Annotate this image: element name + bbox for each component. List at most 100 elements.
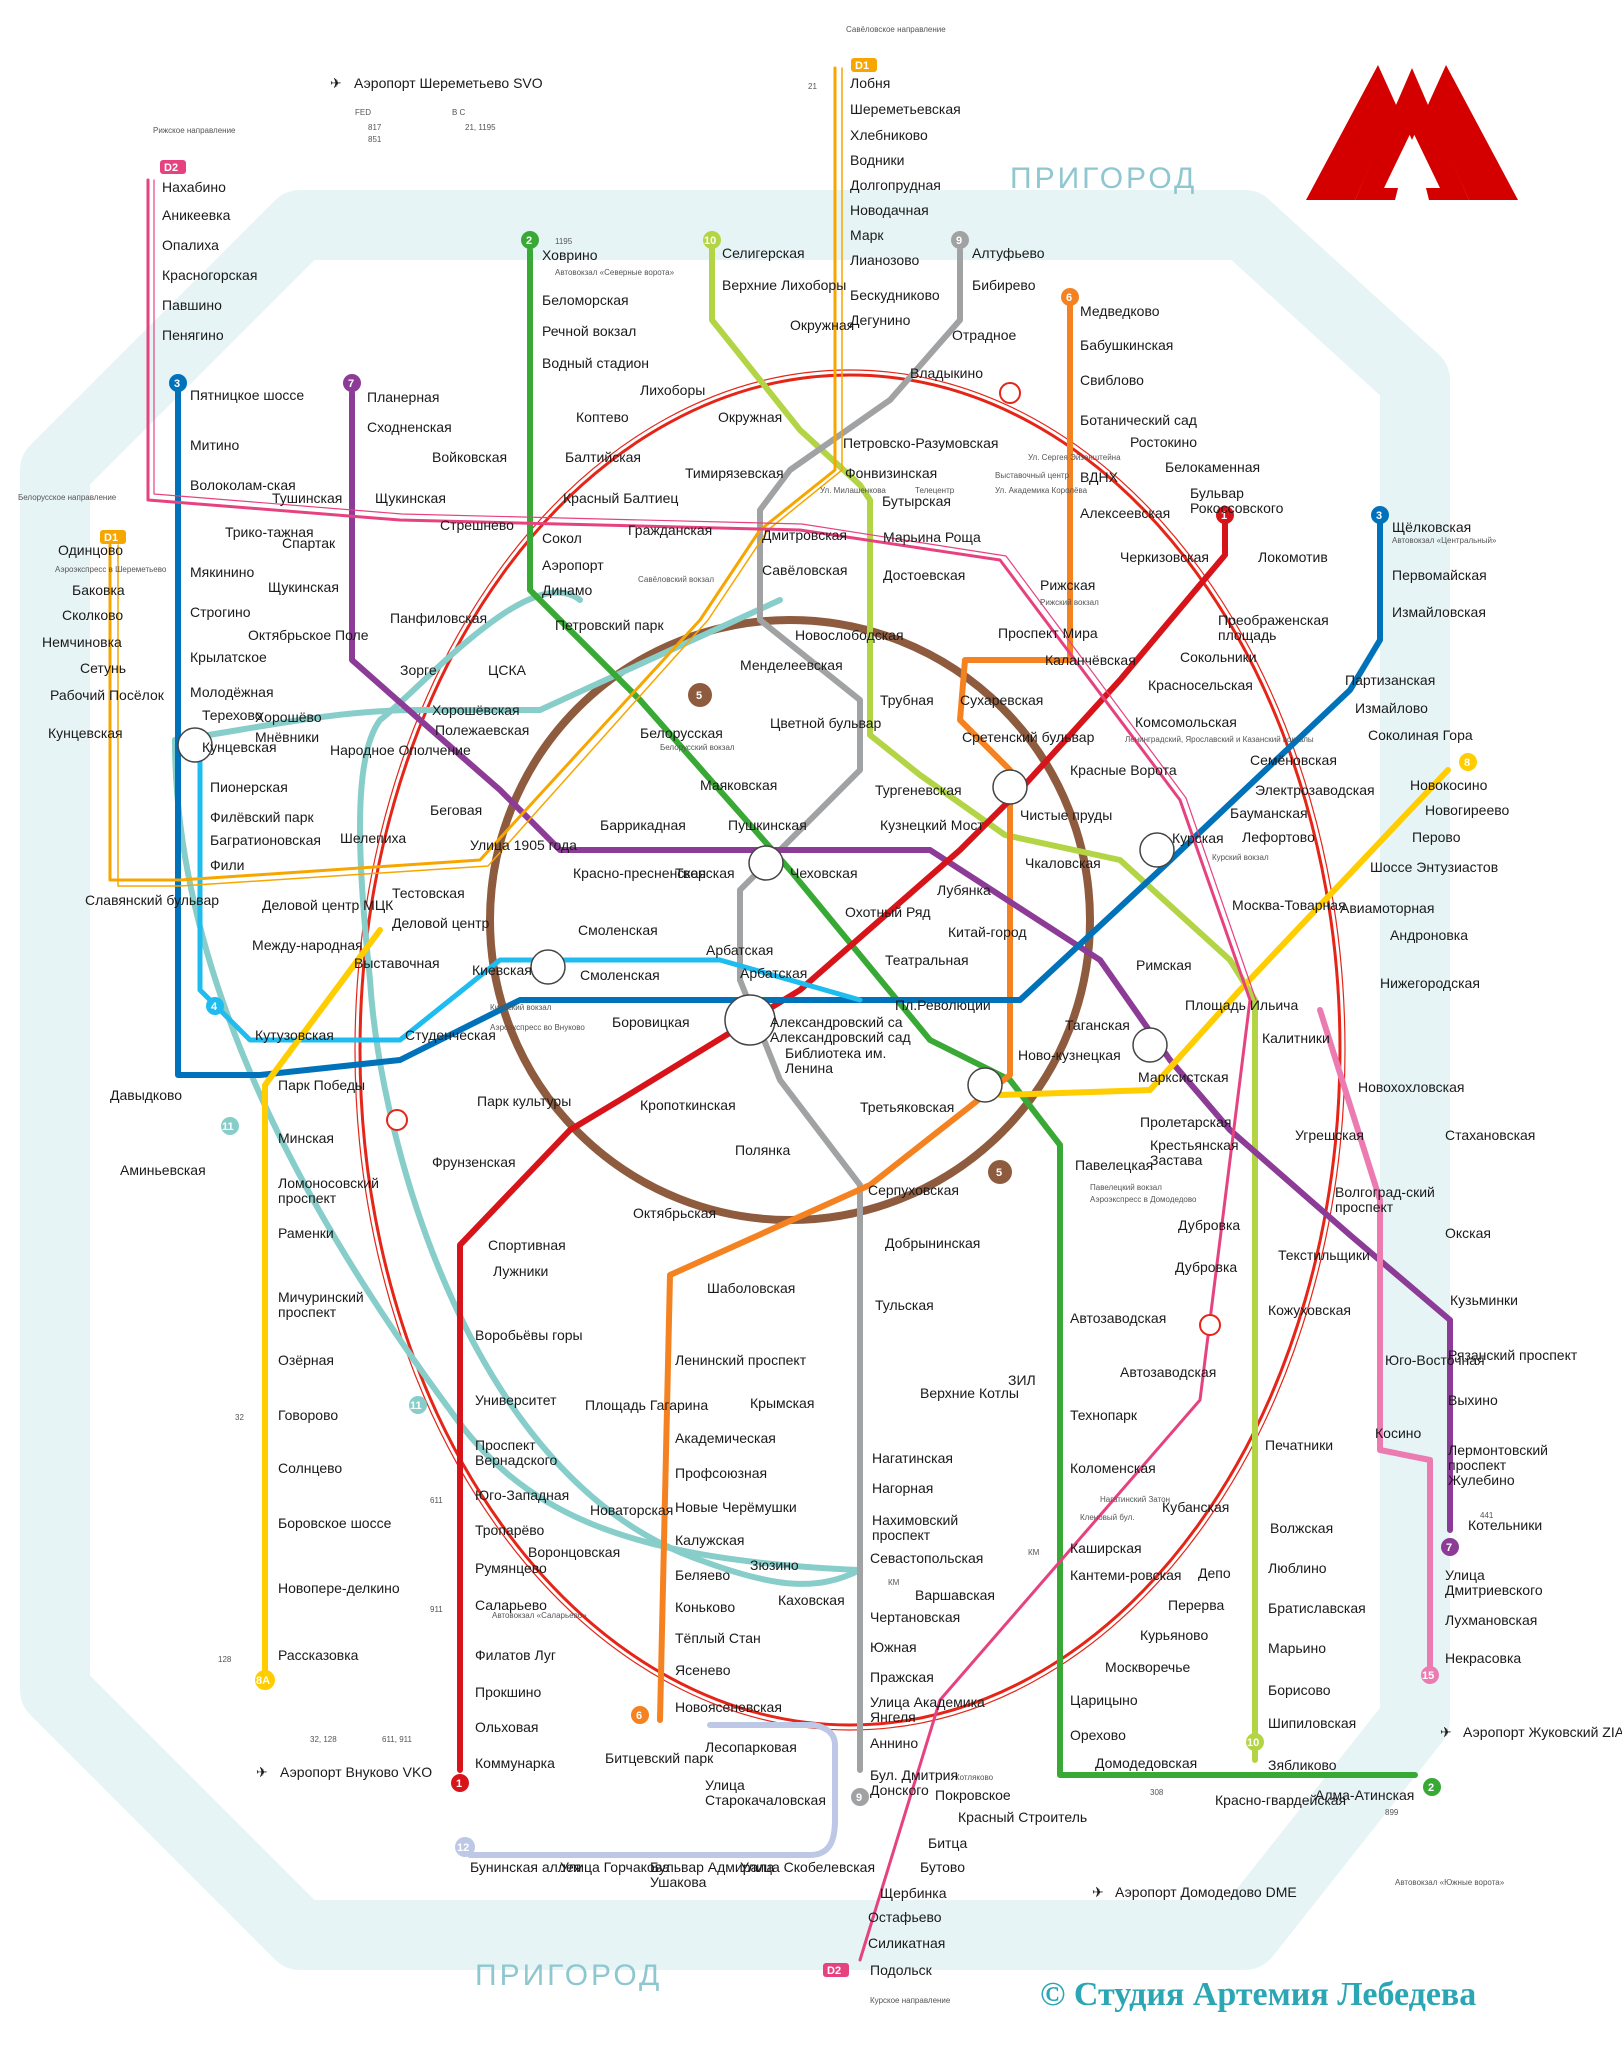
svg-text:4: 4 [211,1001,218,1013]
note-aeroexp-vnukovo: Аэроэкспресс во Внуково [490,1023,585,1032]
station-label-andron: Андроновка [1390,927,1468,943]
station-label-vystav: Выставочная [354,955,440,971]
station-label-grazhd: Гражданская [628,522,712,538]
line-14-badge-north [999,382,1021,404]
station-label-turgen: Тургеневская [875,782,962,798]
station-label-filev: Филёвский парк [210,809,315,825]
station-label-izmailovsk: Измайловская [1392,604,1486,620]
station-label-prazhsk: Пражская [870,1669,934,1685]
station-label-spart: Спартак [282,535,336,551]
bus-routes: FED B C 817 851 21, 1195 21 1195 441 308… [218,82,1494,1817]
station-label-yugozap: Юго-Западная [475,1487,569,1503]
note-nag-zaton: Нагатинский Затон [1100,1495,1170,1504]
station-label-dinamo: Динамо [542,582,592,598]
station-label-lefort: Лефортово [1242,829,1315,845]
station-label-tretyak: Третьяковская [860,1099,954,1115]
svg-text:6: 6 [1066,292,1072,304]
line-8a-route [262,927,383,1673]
station-label-kommun: Коммунарка [475,1755,555,1771]
svg-text:1: 1 [1221,510,1227,522]
station-label-kiev: Киевская [472,962,532,978]
station-labels: ЛобняШереметьевскаяХлебниковоВодникиДолг… [42,75,1578,1978]
station-label-smol4: Смоленская [580,967,660,983]
bus-851: 851 [368,135,382,144]
direction-riga: Рижское направление [153,126,236,135]
note-aeroexp-domod: Аэроэкспресс в Домодедово [1090,1195,1197,1204]
svg-text:2: 2 [1428,1782,1434,1794]
svg-text:11: 11 [222,1121,234,1133]
station-label-shentuz: Шоссе Энтузиастов [1370,859,1498,875]
hub-kievskaya [530,949,566,985]
line-1-route [457,512,1228,1773]
station-label-degun: Дегунино [850,312,911,328]
station-label-kopt: Коптево [576,409,629,425]
station-label-mitino: Митино [190,437,239,453]
line-8a-badge [255,1670,275,1690]
station-label-chkal: Чкаловская [1025,855,1101,871]
note-odin-aeroexp: Аэроэкспресс в Шереметьево [55,565,167,574]
station-label-silikat: Силикатная [868,1935,945,1951]
station-label-vkotly: Верхние Котлы [920,1385,1019,1401]
station-label-domodedov: Домодедовская [1095,1755,1197,1771]
station-label-kuryan: Курьяново [1140,1627,1208,1643]
line-12-route [467,1722,838,1858]
station-label-penya: Пенягино [162,327,224,343]
station-label-rechn: Речной вокзал [542,323,636,339]
station-label-almaat: Алма-Атинская [1315,1787,1414,1803]
station-label-kryl: Крылатское [190,649,267,665]
note-shchelk-bus: Автовокзал «Центральный» [1392,536,1497,545]
station-label-sevast: Севастопольская [870,1550,983,1566]
bus-911: 911 [430,1605,443,1614]
zone-label-bottom: ПРИГОРОД [475,1959,662,1992]
line-d1-badge-west [100,530,126,544]
station-label-dubrovka14: Дубровка [1175,1259,1237,1275]
city-area [20,190,1450,1970]
station-label-borovic: Боровицкая [612,1014,690,1030]
line-4-badge [206,997,224,1015]
station-label-rabpos: Рабочий Посёлок [50,687,165,703]
line-9-badge-north [951,231,969,249]
station-label-parkkult: Парк культуры [477,1093,571,1109]
station-label-novokos: Новокосино [1410,777,1488,793]
station-label-volok: Волоколам-ская [190,477,296,493]
station-label-ozern: Озёрная [278,1352,334,1368]
svg-text:3: 3 [1376,510,1382,522]
station-label-krasnosel: Красносельская [1148,677,1253,693]
station-label-plrev: Пл.Революции [895,997,991,1013]
station-label-avtozav14: Автозаводская [1120,1364,1216,1380]
station-label-nizhegor: Нижегородская [1380,975,1480,991]
station-label-kakhov: Каховская [778,1592,845,1608]
station-label-yasenevo: Ясенево [675,1662,731,1678]
station-label-skobel: Улица Скобелевская [740,1859,875,1875]
station-label-novoper: Новопере-делкино [278,1580,400,1596]
station-label-lian: Лианозово [850,252,919,268]
station-label-ostaf: Остафьево [868,1909,942,1925]
station-label-shchuk: Щукинская [268,579,339,595]
station-label-shchelk: Щёлковская [1392,519,1471,535]
station-label-myak: Мякинино [190,564,254,580]
station-label-leninpr: Ленинский проспект [675,1352,807,1368]
station-label-fonviz: Фонвизинская [845,465,937,481]
station-label-novokhokh: Новохохловская [1358,1079,1464,1095]
station-label-davyd: Давыдково [110,1087,182,1103]
station-label-skhod: Сходненская [367,419,452,435]
svg-text:9: 9 [956,235,962,247]
station-label-maryino: Марьино [1268,1640,1326,1656]
station-label-skolk: Сколково [62,607,123,623]
station-label-perovo: Перово [1412,829,1461,845]
station-label-bitsa: Битца [928,1835,967,1851]
station-label-bunin: Бунинская аллея [470,1859,581,1875]
transfer-hubs [177,727,1175,1103]
station-label-krasnog: Красногорская [162,267,257,283]
station-label-balt: Балтийская [565,449,641,465]
station-label-khleb: Хлебниково [850,127,928,143]
station-label-salar: Саларьево [475,1597,547,1613]
station-label-rostok: Ростокино [1130,434,1197,450]
svg-text:5: 5 [696,690,702,702]
station-label-sukhar: Сухаревская [960,692,1043,708]
svg-text:D1: D1 [104,532,118,544]
line-7-badge-south [1441,1538,1459,1556]
